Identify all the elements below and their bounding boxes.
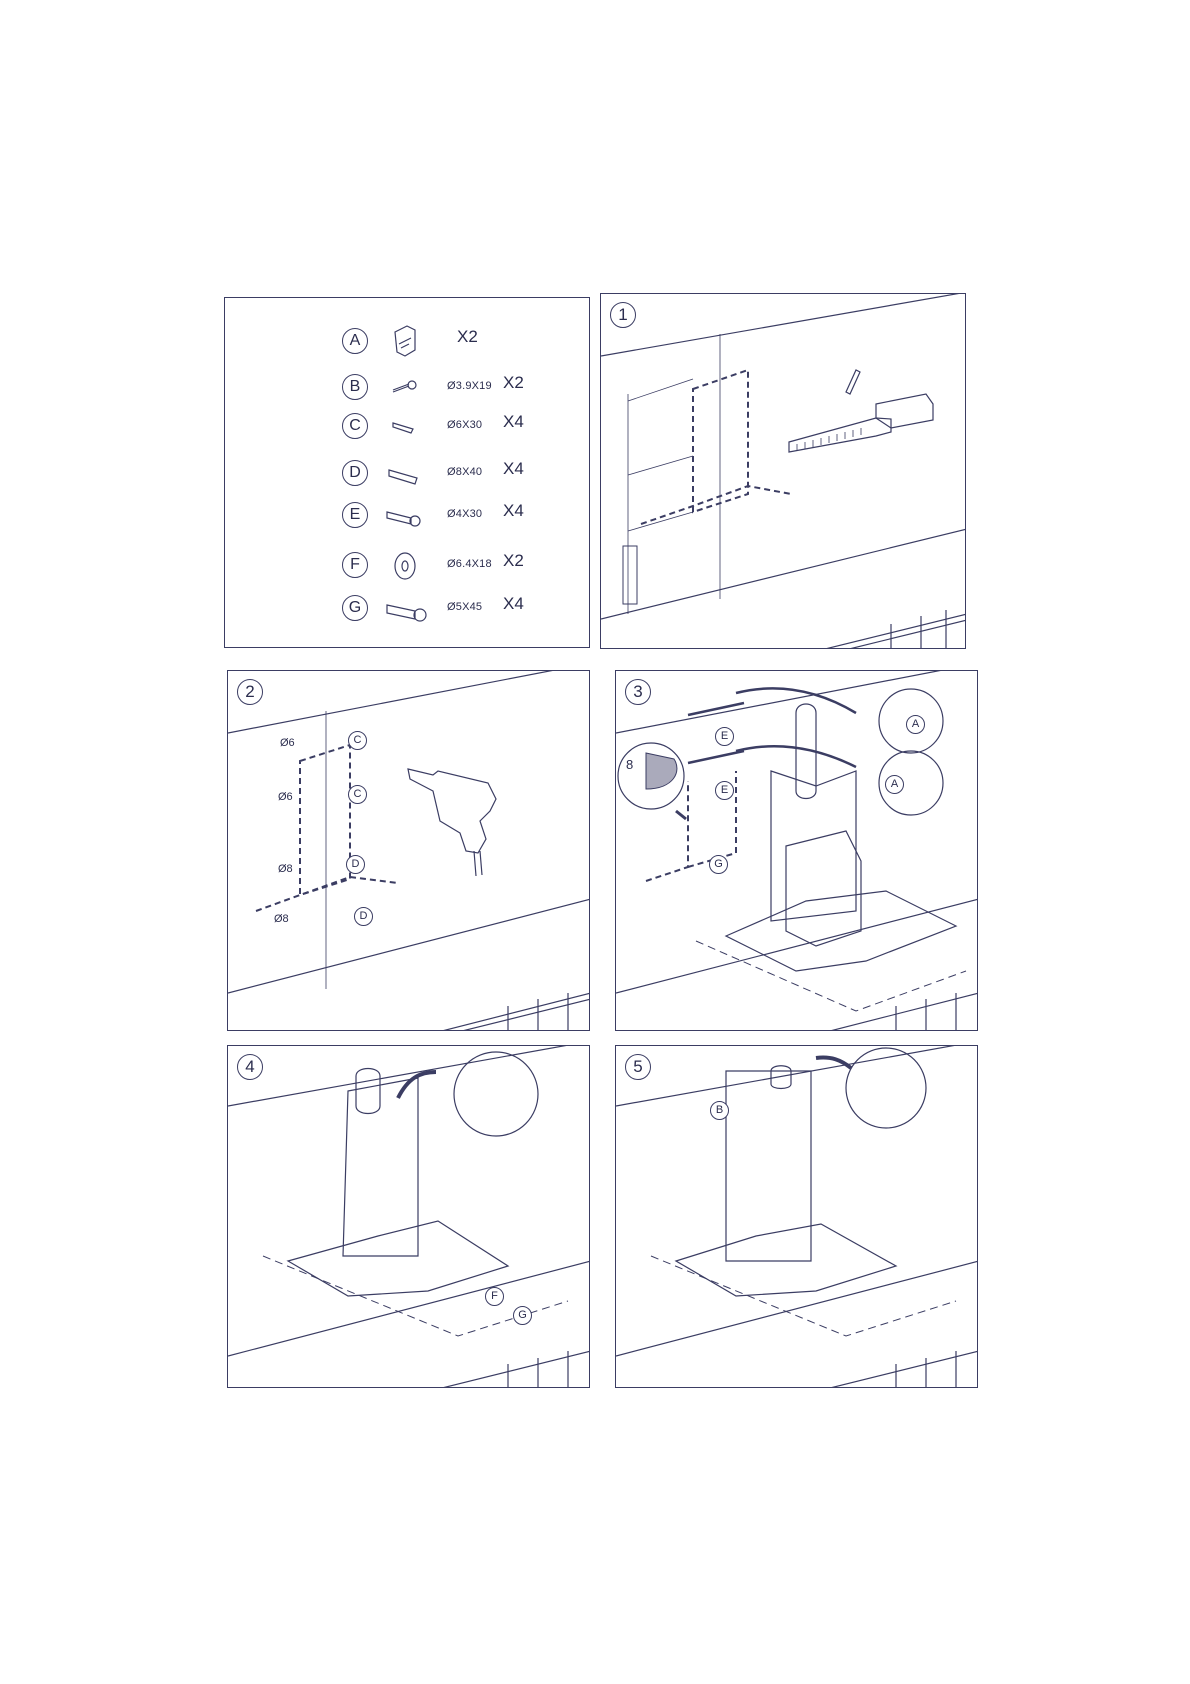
part-row: A X2: [225, 324, 589, 358]
callout-d: D: [346, 855, 365, 874]
part-quantity: X4: [503, 501, 524, 520]
part-quantity: X2: [503, 551, 524, 570]
hole-diameter-label: Ø8: [278, 863, 293, 875]
step-2-panel: 2 Ø6 Ø6 Ø8 Ø8 C C D D: [227, 670, 590, 1031]
part-size: Ø8X40: [447, 466, 483, 478]
tape-measure-icon: [788, 393, 934, 453]
detail-dimension-label: 8: [626, 757, 634, 772]
step-5-illustration: [616, 1046, 977, 1387]
part-row: F Ø6.4X18 X2: [225, 548, 589, 582]
callout-g: G: [513, 1306, 532, 1325]
step-4-panel: 4 F G: [227, 1045, 590, 1388]
step-4-number: 4: [237, 1054, 263, 1080]
part-quantity: X4: [503, 459, 524, 478]
callout-e: E: [715, 727, 734, 746]
callout-d: D: [354, 907, 373, 926]
part-size: Ø6.4X18: [447, 558, 492, 570]
hole-diameter-label: Ø6: [278, 791, 293, 803]
step-1-illustration: [601, 294, 965, 648]
part-letter: A: [342, 328, 368, 354]
step-3-illustration: [616, 671, 977, 1030]
step-1-number: 1: [610, 302, 636, 328]
callout-a: A: [906, 715, 925, 734]
step-3-panel: 3 8 E E G A A: [615, 670, 978, 1031]
part-row: G Ø5X45 X4: [225, 591, 589, 625]
step-2-illustration: [228, 671, 589, 1030]
part-row: D Ø8X40 X4: [225, 456, 589, 490]
part-size: Ø6X30: [447, 419, 483, 431]
step-4-illustration: [228, 1046, 589, 1387]
part-letter: D: [342, 460, 368, 486]
part-quantity: X2: [457, 327, 478, 346]
pencil-icon: [845, 369, 861, 395]
step-1-panel: 1: [600, 293, 966, 649]
step-5-number: 5: [625, 1054, 651, 1080]
part-quantity: X2: [503, 373, 524, 392]
part-row: E Ø4X30 X4: [225, 498, 589, 532]
part-letter: B: [342, 374, 368, 400]
callout-g: G: [709, 855, 728, 874]
part-letter: C: [342, 413, 368, 439]
callout-b: B: [710, 1101, 729, 1120]
part-letter: F: [342, 552, 368, 578]
part-row: C Ø6X30 X4: [225, 409, 589, 443]
step-3-number: 3: [625, 679, 651, 705]
callout-a: A: [885, 775, 904, 794]
part-size: Ø3.9X19: [447, 380, 492, 392]
callout-e: E: [715, 781, 734, 800]
part-quantity: X4: [503, 412, 524, 431]
callout-f: F: [485, 1287, 504, 1306]
hole-diameter-label: Ø8: [274, 913, 289, 925]
callout-c: C: [348, 785, 367, 804]
part-letter: G: [342, 595, 368, 621]
hole-diameter-label: Ø6: [280, 737, 295, 749]
part-size: Ø5X45: [447, 601, 483, 613]
part-row: B Ø3.9X19 X2: [225, 370, 589, 404]
part-quantity: X4: [503, 594, 524, 613]
step-2-number: 2: [237, 679, 263, 705]
drill-icon: [407, 768, 497, 877]
callout-c: C: [348, 731, 367, 750]
part-size: Ø4X30: [447, 508, 483, 520]
part-letter: E: [342, 502, 368, 528]
step-5-panel: 5 B: [615, 1045, 978, 1388]
